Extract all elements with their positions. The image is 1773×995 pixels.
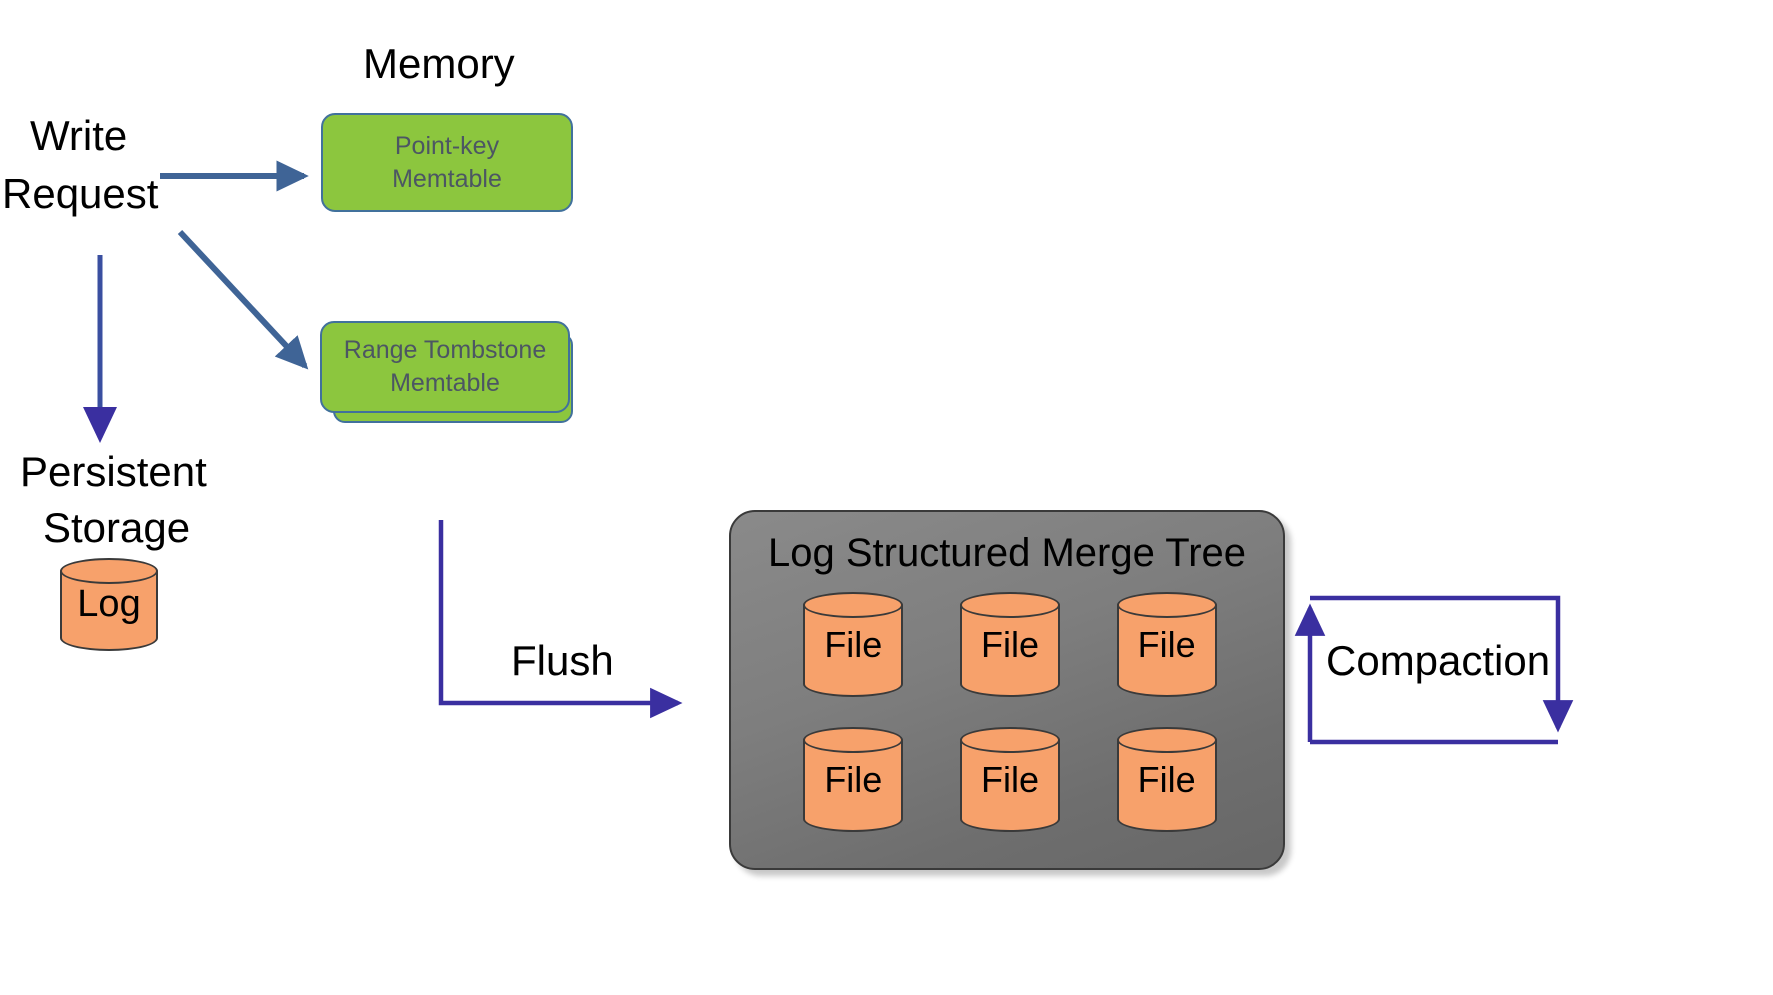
persistent-label: Persistent [20, 448, 207, 495]
point-key-memtable-box[interactable]: Point-key Memtable [321, 113, 573, 212]
file-cylinder-label: File [824, 623, 883, 665]
range-tombstone-memtable-line1: Range Tombstone [343, 336, 547, 364]
point-key-memtable-line1: Point-key [394, 131, 500, 160]
file-cylinder[interactable]: File [1116, 592, 1217, 697]
file-cylinder[interactable]: File [1116, 727, 1217, 832]
memory-label: Memory [363, 40, 515, 87]
file-cylinder-body [1116, 740, 1217, 819]
file-cylinder-top [959, 727, 1060, 753]
file-cylinder-body [959, 740, 1060, 819]
file-cylinder-top [803, 592, 904, 618]
lsm-file-grid: File File File File [775, 592, 1245, 832]
file-cylinder[interactable]: File [803, 727, 904, 832]
log-cylinder[interactable]: Log [60, 558, 158, 651]
file-cylinder[interactable]: File [959, 727, 1060, 832]
file-cylinder[interactable]: File [959, 592, 1060, 697]
lsm-tree-title: Log Structured Merge Tree [767, 531, 1247, 575]
file-cylinder-body [959, 605, 1060, 684]
file-cylinder-label: File [1137, 758, 1196, 800]
file-cylinder-body [803, 740, 904, 819]
file-cylinder-top [959, 592, 1060, 618]
lsm-tree-container[interactable]: Log Structured Merge Tree File File File [729, 510, 1285, 870]
file-cylinder-label: File [824, 758, 883, 800]
file-cylinder-top [1116, 592, 1217, 618]
point-key-memtable-line2: Memtable [392, 164, 502, 193]
file-cylinder-label: File [1137, 623, 1196, 665]
file-cylinder-label: File [980, 758, 1039, 800]
write-label: Write [30, 112, 128, 159]
compaction-label: Compaction [1326, 637, 1551, 684]
storage-label: Storage [43, 504, 191, 551]
request-label: Request [2, 170, 159, 217]
file-cylinder-label: File [980, 623, 1039, 665]
range-tombstone-memtable-box[interactable]: Range Tombstone Memtable [320, 321, 570, 413]
file-cylinder-body [803, 605, 904, 684]
file-cylinder[interactable]: File [803, 592, 904, 697]
file-cylinder-top [803, 727, 904, 753]
file-cylinder-top [1116, 727, 1217, 753]
range-tombstone-memtable-line2: Memtable [390, 369, 500, 397]
arrow-write-to-range-tombstone [177, 229, 309, 370]
log-cylinder-label: Log [77, 583, 141, 625]
flush-label: Flush [511, 637, 614, 684]
log-cylinder-top [60, 558, 158, 584]
file-cylinder-body [1116, 605, 1217, 684]
